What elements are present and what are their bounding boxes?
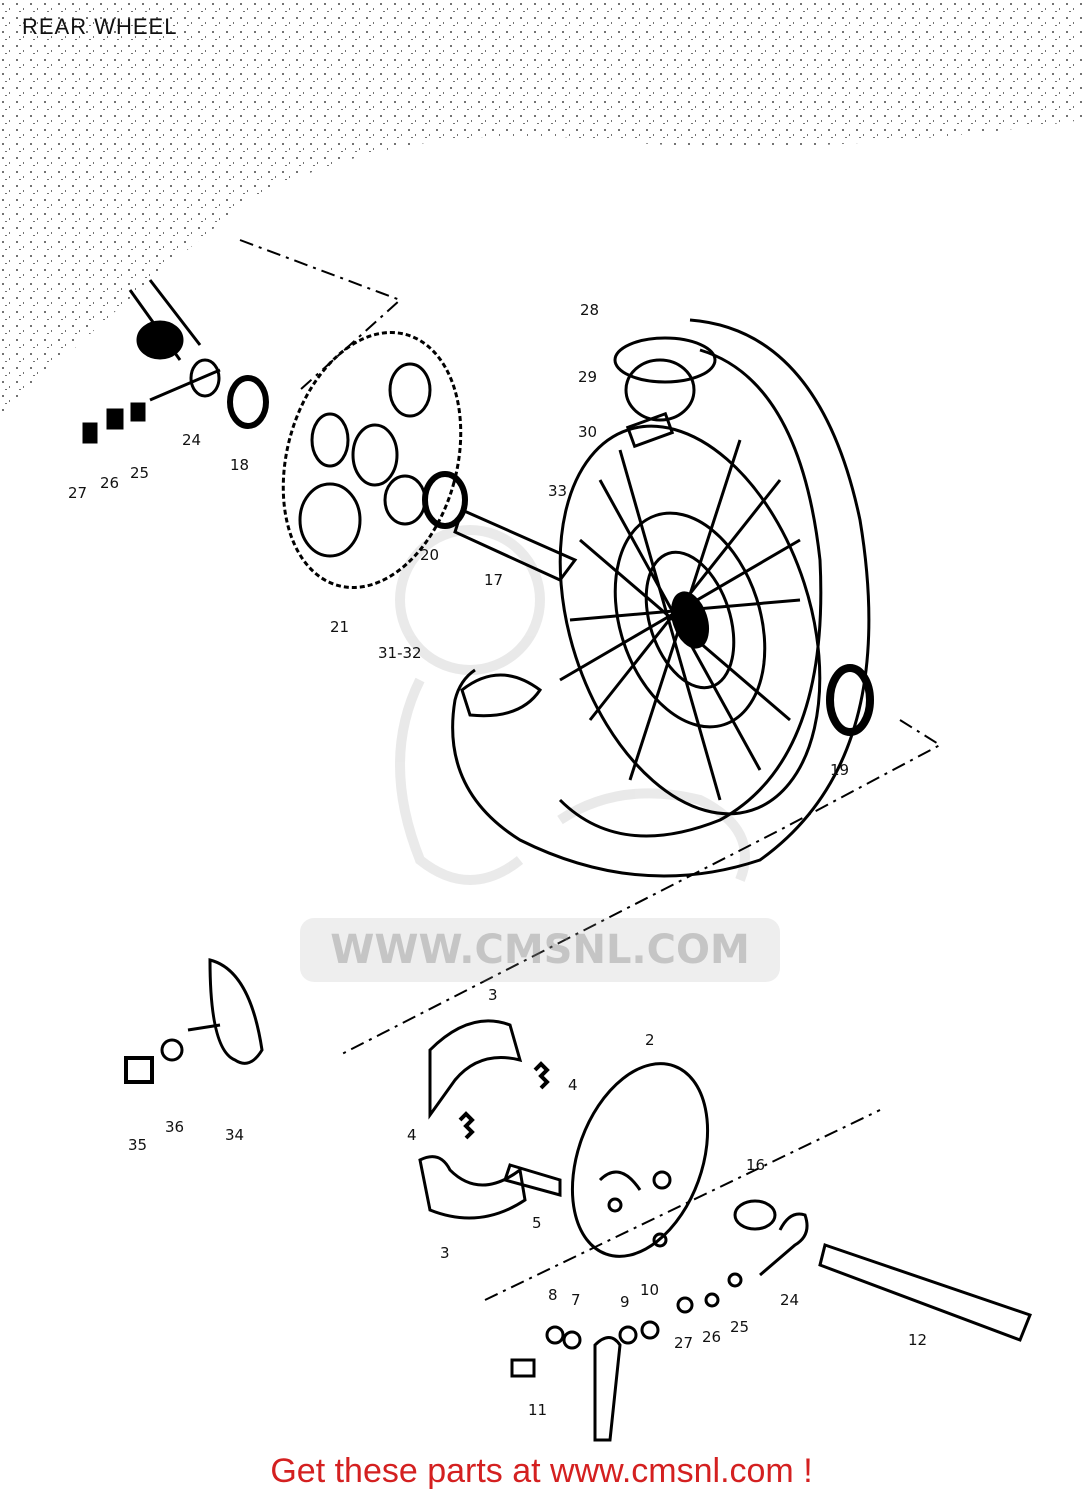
sprocket-bolts	[82, 279, 221, 444]
callout-18: 18	[230, 456, 249, 474]
callout-19: 19	[830, 761, 849, 779]
chain-adjuster	[759, 1212, 809, 1277]
callout-3b: 3	[440, 1244, 450, 1262]
axle	[818, 1243, 1032, 1342]
valve-parts	[613, 336, 717, 449]
callout-26b: 26	[702, 1328, 721, 1346]
callout-24: 24	[182, 431, 201, 449]
callout-4: 4	[568, 1076, 578, 1094]
bolt-11	[510, 1358, 536, 1378]
bearing-19	[826, 664, 874, 736]
callout-25: 25	[130, 464, 149, 482]
brake-panel	[570, 1062, 710, 1258]
hub-cover	[187, 958, 264, 1065]
spring-lower	[458, 1111, 475, 1140]
diagram-title: REAR WHEEL	[22, 14, 178, 39]
callout-34: 34	[225, 1126, 244, 1144]
callout-2: 2	[645, 1031, 655, 1049]
callout-31-32: 31-32	[378, 644, 422, 662]
callout-26: 26	[100, 474, 119, 492]
callout-20: 20	[420, 546, 439, 564]
callout-21: 21	[330, 618, 349, 636]
callout-28: 28	[580, 301, 599, 319]
bearing-18	[227, 375, 269, 429]
callout-27: 27	[68, 484, 87, 502]
callout-33: 33	[548, 482, 567, 500]
spacer-16	[733, 1199, 777, 1231]
callout-11: 11	[528, 1401, 547, 1419]
sprocket	[281, 331, 463, 589]
footer-link[interactable]: Get these parts at www.cmsnl.com !	[270, 1452, 813, 1490]
rear-tyre	[451, 318, 871, 878]
callout-12: 12	[908, 1331, 927, 1349]
scan-noise	[0, 0, 1083, 420]
brake-shoes	[418, 1019, 527, 1220]
wheel-hub	[644, 550, 736, 690]
callout-16: 16	[746, 1156, 765, 1174]
callout-25b: 25	[730, 1318, 749, 1336]
bearing-20	[422, 471, 468, 529]
callout-4b: 4	[407, 1126, 417, 1144]
small-fasteners	[545, 1272, 743, 1350]
callout-3: 3	[488, 986, 498, 1004]
callout-30: 30	[578, 423, 597, 441]
nut-35	[124, 1056, 154, 1084]
rim-band	[460, 673, 543, 718]
brake-arm	[593, 1336, 622, 1442]
spring-upper	[533, 1061, 550, 1090]
callout-9: 9	[620, 1293, 630, 1311]
callout-8: 8	[548, 1286, 558, 1304]
axis-lines	[239, 239, 942, 1301]
callout-labels: 12 16 17 18 19 2 20 21 24 24 25 25 26 26…	[68, 301, 927, 1419]
watermark-text: WWW.CMSNL.COM	[300, 918, 780, 982]
callout-10: 10	[640, 1281, 659, 1299]
brake-cam	[503, 1163, 562, 1197]
callout-7: 7	[571, 1291, 581, 1309]
callout-17: 17	[484, 571, 503, 589]
callout-27b: 27	[674, 1334, 693, 1352]
callout-5: 5	[532, 1214, 542, 1232]
callout-35: 35	[128, 1136, 147, 1154]
callout-24b: 24	[780, 1291, 799, 1309]
callout-29: 29	[578, 368, 597, 386]
spacer-17	[453, 507, 578, 582]
callout-36: 36	[165, 1118, 184, 1136]
washer-36	[160, 1038, 184, 1062]
